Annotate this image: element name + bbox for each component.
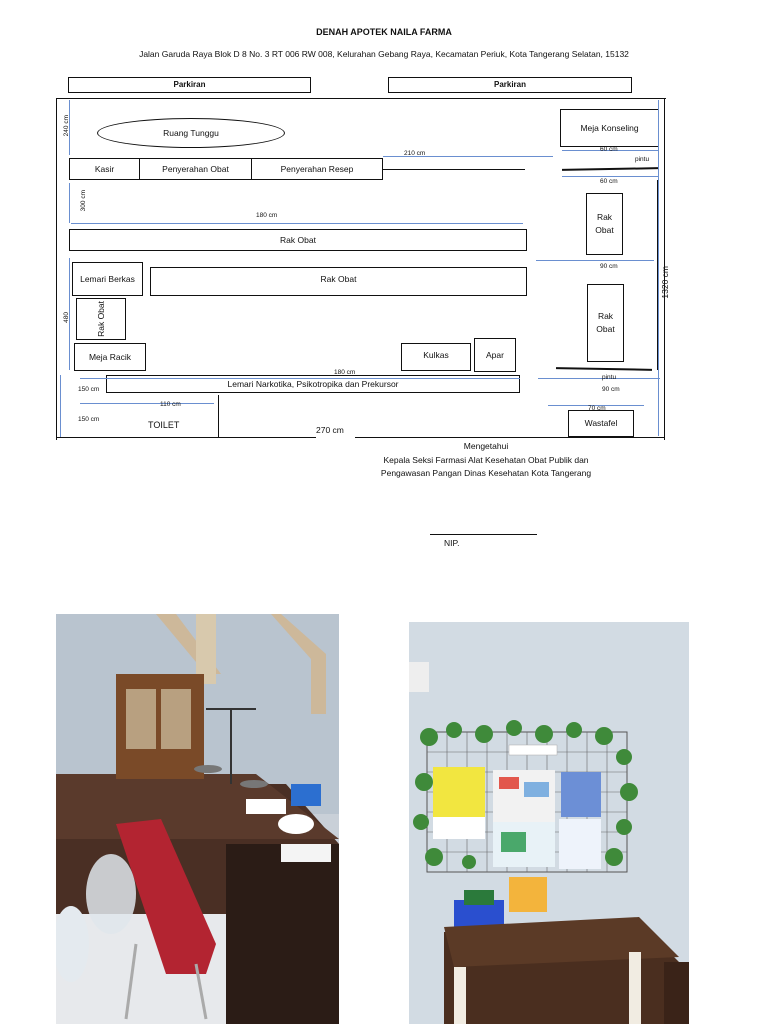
nip-label: NIP. <box>444 538 460 548</box>
parking-right: Parkiran <box>388 77 632 93</box>
signature-line-3: Pengawasan Pangan Dinas Kesehatan Kota T… <box>380 468 592 479</box>
photo-compounding-desk <box>56 614 339 1024</box>
ruang-tunggu: Ruang Tunggu <box>97 118 285 148</box>
dim-arrow-1320 <box>658 100 659 436</box>
dim-arrow-70 <box>548 405 644 406</box>
dim-1320: 1320 cm <box>660 266 670 299</box>
wall-left <box>56 98 57 440</box>
dim-arrow-90a <box>536 260 654 261</box>
counter-line <box>383 169 525 170</box>
dim-arrow-60b <box>562 176 658 177</box>
penyerahan-obat: Penyerahan Obat <box>139 158 252 180</box>
dim-arrow-180b <box>80 378 520 379</box>
dim-150b: 150 cm <box>78 416 100 423</box>
wastafel: Wastafel <box>568 410 634 437</box>
kasir: Kasir <box>69 158 140 180</box>
compounding-desk-illustration <box>56 614 339 1024</box>
dim-210: 210 cm <box>404 150 426 157</box>
dim-110: 110 cm <box>160 401 181 408</box>
dim-arrow-480 <box>69 258 70 370</box>
signature-line-2: Kepala Seksi Farmasi Alat Kesehatan Obat… <box>383 454 589 465</box>
rak-obat-side-label: Rak Obat <box>95 301 106 337</box>
pintu-bottom: pintu <box>602 374 617 381</box>
dim-arrow-110 <box>80 403 214 404</box>
signature-line-1: Mengetahui <box>463 441 509 451</box>
lemari-berkas: Lemari Berkas <box>72 262 143 296</box>
dim-180a: 180 cm <box>256 212 278 219</box>
toilet: TOILET <box>148 420 180 430</box>
rak-obat-top: Rak Obat <box>69 229 527 251</box>
parking-left: Parkiran <box>68 77 311 93</box>
door-line-top <box>561 167 659 171</box>
counseling-corner-illustration <box>409 622 689 1024</box>
right-inner-wall <box>657 180 658 370</box>
dim-480: 480 <box>63 312 70 323</box>
kulkas: Kulkas <box>401 343 471 371</box>
rak-obat-right-2: Rak Obat <box>587 284 624 362</box>
dim-arrow-60a <box>562 150 658 151</box>
wall-top <box>56 98 666 99</box>
meja-racik: Meja Racik <box>74 343 146 371</box>
wall-bottom-left <box>56 437 316 438</box>
toilet-wall <box>218 395 219 437</box>
dim-arrow-90b <box>538 378 660 379</box>
penyerahan-resep: Penyerahan Resep <box>251 158 383 180</box>
dim-300: 300 cm <box>80 190 87 212</box>
dim-arrow-180a <box>71 223 523 224</box>
dim-240: 240 cm <box>63 115 70 137</box>
dim-arrow-210 <box>383 156 553 157</box>
wall-right <box>664 98 665 440</box>
signature-rule <box>430 534 537 535</box>
rak-obat-side: Rak Obat <box>76 298 126 340</box>
floor-plan: Parkiran Parkiran Ruang Tunggu Meja Kons… <box>0 0 768 470</box>
signature-block: Mengetahui Kepala Seksi Farmasi Alat Kes… <box>356 440 616 481</box>
dim-150a: 150 cm <box>78 386 100 393</box>
dim-90b: 90 cm <box>602 386 620 393</box>
door-line-bottom <box>555 367 653 371</box>
dim-90a: 90 cm <box>600 263 618 270</box>
page-title: DENAH APOTEK NAILA FARMA <box>316 27 452 37</box>
address: Jalan Garuda Raya Blok D 8 No. 3 RT 006 … <box>139 49 629 59</box>
dim-60b: 60 cm <box>600 178 618 185</box>
lemari-narkotika: Lemari Narkotika, Psikotropika dan Preku… <box>106 375 520 393</box>
meja-konseling: Meja Konseling <box>560 109 659 147</box>
photo-counseling-corner <box>409 622 689 1024</box>
dim-60a: 60 cm <box>600 146 618 153</box>
dim-180b: 180 cm <box>334 369 356 376</box>
rak-obat-right-1: Rak Obat <box>586 193 623 255</box>
apar: Apar <box>474 338 516 372</box>
dim-70: 70 cm <box>588 405 606 412</box>
wall-bottom-right <box>355 437 665 438</box>
dim-arrow-240 <box>69 100 70 155</box>
dim-arrow-150 <box>60 375 61 437</box>
dim-arrow-300 <box>69 183 70 223</box>
rak-obat-mid: Rak Obat <box>150 267 527 296</box>
dim-270: 270 cm <box>316 425 344 435</box>
pintu-top: pintu <box>635 156 650 163</box>
